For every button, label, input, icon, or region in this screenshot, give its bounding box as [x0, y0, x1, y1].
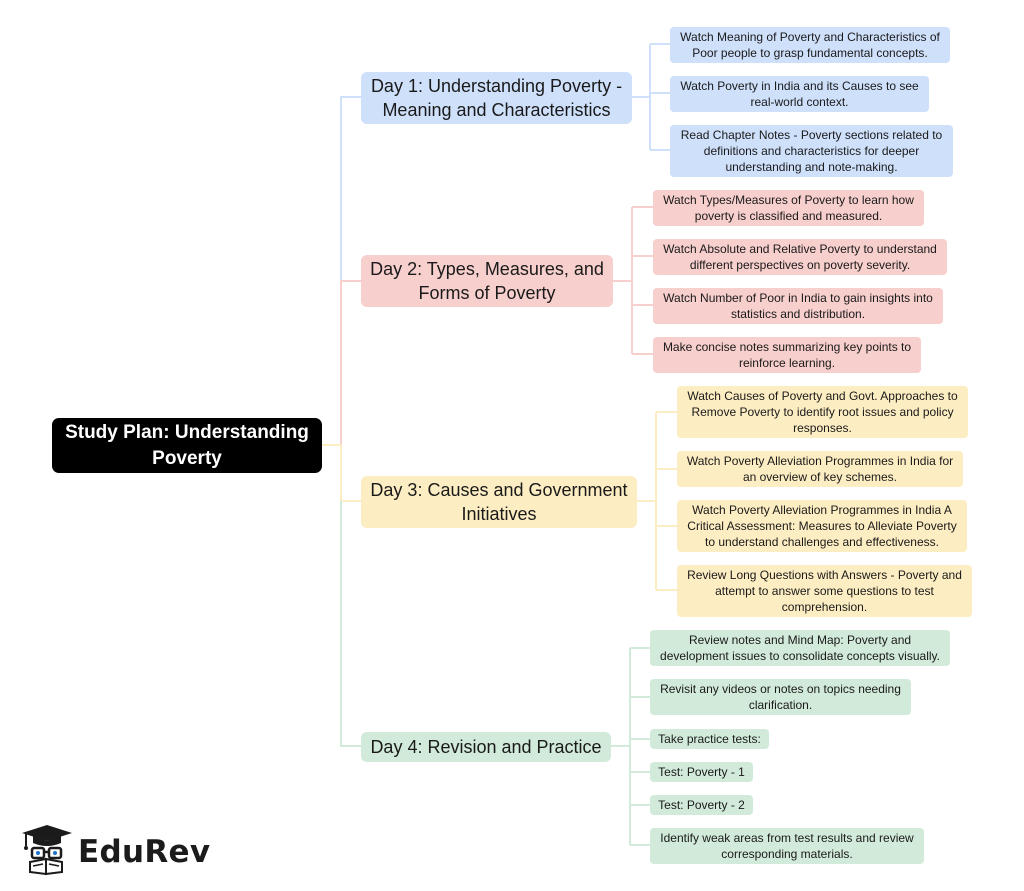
- item-text: Read Chapter Notes - Poverty sections re…: [680, 128, 943, 174]
- item-text: Watch Meaning of Poverty and Characteris…: [680, 30, 940, 60]
- root-title: Study Plan: Understanding Poverty: [65, 421, 309, 469]
- item-text: Watch Causes of Poverty and Govt. Approa…: [687, 389, 958, 435]
- item-text: Watch Absolute and Relative Poverty to u…: [663, 242, 937, 272]
- day-2-item-3[interactable]: Watch Number of Poor in India to gain in…: [653, 288, 943, 324]
- day-1-item-3[interactable]: Read Chapter Notes - Poverty sections re…: [670, 125, 953, 177]
- day-1-node[interactable]: Day 1: Understanding Poverty - Meaning a…: [361, 72, 632, 124]
- day-4-item-5[interactable]: Test: Poverty - 2: [650, 795, 753, 815]
- item-text: Watch Poverty Alleviation Programmes in …: [687, 503, 957, 549]
- day-3-item-2[interactable]: Watch Poverty Alleviation Programmes in …: [677, 451, 963, 487]
- graduation-cap-icon: [22, 825, 72, 876]
- item-text: Review notes and Mind Map: Poverty and d…: [660, 633, 940, 663]
- day-4-title: Day 4: Revision and Practice: [370, 737, 602, 757]
- day-3-item-3[interactable]: Watch Poverty Alleviation Programmes in …: [677, 500, 967, 552]
- day-4-item-4[interactable]: Test: Poverty - 1: [650, 762, 753, 782]
- day-1-item-2[interactable]: Watch Poverty in India and its Causes to…: [670, 76, 929, 112]
- logo-wordmark: EduRev: [78, 834, 211, 870]
- connector-root-day4: [340, 501, 361, 747]
- day-3-item-4[interactable]: Review Long Questions with Answers - Pov…: [677, 565, 972, 617]
- day-4-item-2[interactable]: Revisit any videos or notes on topics ne…: [650, 679, 911, 715]
- day-2-node[interactable]: Day 2: Types, Measures, and Forms of Pov…: [361, 255, 613, 307]
- item-text: Watch Poverty Alleviation Programmes in …: [686, 454, 954, 484]
- connector-root-day3: [322, 444, 361, 502]
- connector-day3-items: [637, 411, 677, 591]
- day-1-title: Day 1: Understanding Poverty - Meaning a…: [370, 76, 623, 120]
- day-2-item-4[interactable]: Make concise notes summarizing key point…: [653, 337, 921, 373]
- item-text: Review Long Questions with Answers - Pov…: [687, 568, 962, 614]
- connector-day2-items: [613, 206, 653, 355]
- item-text: Identify weak areas from test results an…: [660, 831, 914, 861]
- day-2-item-1[interactable]: Watch Types/Measures of Poverty to learn…: [653, 190, 924, 226]
- root-node[interactable]: Study Plan: Understanding Poverty: [52, 418, 322, 473]
- day-2-item-2[interactable]: Watch Absolute and Relative Poverty to u…: [653, 239, 947, 275]
- day-3-node[interactable]: Day 3: Causes and Government Initiatives: [361, 476, 637, 528]
- day-4-item-6[interactable]: Identify weak areas from test results an…: [650, 828, 924, 864]
- item-text: Revisit any videos or notes on topics ne…: [660, 682, 901, 712]
- day-3-title: Day 3: Causes and Government Initiatives: [370, 480, 628, 524]
- item-text: Watch Number of Poor in India to gain in…: [663, 291, 933, 321]
- item-text: Make concise notes summarizing key point…: [662, 340, 912, 370]
- day-4-node[interactable]: Day 4: Revision and Practice: [361, 732, 611, 762]
- item-text: Watch Poverty in India and its Causes to…: [680, 79, 919, 109]
- item-text: Test: Poverty - 2: [658, 798, 745, 812]
- item-text: Take practice tests:: [658, 732, 761, 746]
- day-4-item-1[interactable]: Review notes and Mind Map: Poverty and d…: [650, 630, 950, 666]
- day-4-item-3[interactable]: Take practice tests:: [650, 729, 769, 749]
- day-1-item-1[interactable]: Watch Meaning of Poverty and Characteris…: [670, 27, 950, 63]
- item-text: Test: Poverty - 1: [658, 765, 745, 779]
- item-text: Watch Types/Measures of Poverty to learn…: [663, 193, 914, 223]
- connector-day1-items: [632, 43, 670, 151]
- edurev-logo: [22, 825, 72, 876]
- day-2-title: Day 2: Types, Measures, and Forms of Pov…: [370, 259, 604, 303]
- connector-root-day2: [340, 280, 361, 445]
- day-3-item-1[interactable]: Watch Causes of Poverty and Govt. Approa…: [677, 386, 968, 438]
- connector-day4-items: [611, 647, 650, 846]
